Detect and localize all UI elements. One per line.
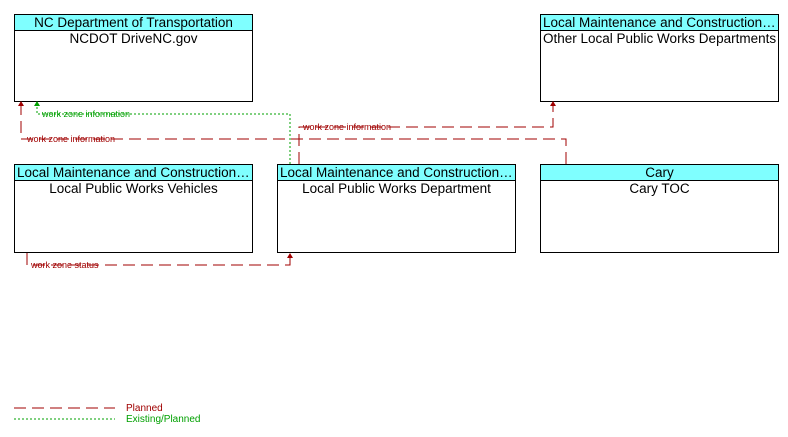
node-other-local-public-works[interactable]: Local Maintenance and Construction ... O… — [540, 14, 779, 102]
node-ncdot-drivenc[interactable]: NC Department of Transportation NCDOT Dr… — [14, 14, 253, 102]
arrowhead-planned-dept — [287, 253, 293, 258]
node-body-ncdot: NCDOT DriveNC.gov — [69, 31, 198, 46]
flow-planned-work-zone-status — [26, 253, 291, 266]
node-header-dept: Local Maintenance and Construction ... — [278, 165, 515, 181]
arrowhead-existing-ncdot — [34, 101, 40, 106]
node-body-vehicles: Local Public Works Vehicles — [49, 181, 218, 196]
flow-label-planned-work-zone-status: work zone status — [30, 260, 99, 270]
flow-label-existing-work-zone-information: work zone information — [41, 109, 130, 119]
flow-planned-work-zone-information-to-other — [298, 104, 554, 164]
node-body-cary: Cary TOC — [629, 181, 690, 196]
node-header-ncdot: NC Department of Transportation — [15, 15, 252, 31]
arrowhead-planned-other — [550, 101, 556, 106]
legend-planned-label: Planned — [126, 403, 163, 414]
arrowhead-planned-ncdot — [18, 101, 24, 106]
node-local-public-works-vehicles[interactable]: Local Maintenance and Construction ... L… — [14, 164, 253, 253]
flow-planned-work-zone-information-to-ncdot — [20, 104, 567, 164]
node-header-other: Local Maintenance and Construction ... — [541, 15, 778, 31]
node-body-other: Other Local Public Works Departments — [543, 31, 777, 46]
flow-label-planned-work-zone-information-to-other: work zone information — [302, 122, 391, 132]
node-cary-toc[interactable]: Cary Cary TOC — [540, 164, 779, 253]
node-header-vehicles: Local Maintenance and Construction ... — [15, 165, 252, 181]
flow-existing-work-zone-information — [36, 104, 291, 164]
node-local-public-works-department[interactable]: Local Maintenance and Construction ... L… — [277, 164, 516, 253]
node-header-cary: Cary — [541, 165, 778, 181]
flow-label-planned-work-zone-information-to-ncdot: work zone information — [26, 134, 115, 144]
node-body-dept: Local Public Works Department — [302, 181, 491, 196]
legend-existing-label: Existing/Planned — [126, 414, 201, 425]
